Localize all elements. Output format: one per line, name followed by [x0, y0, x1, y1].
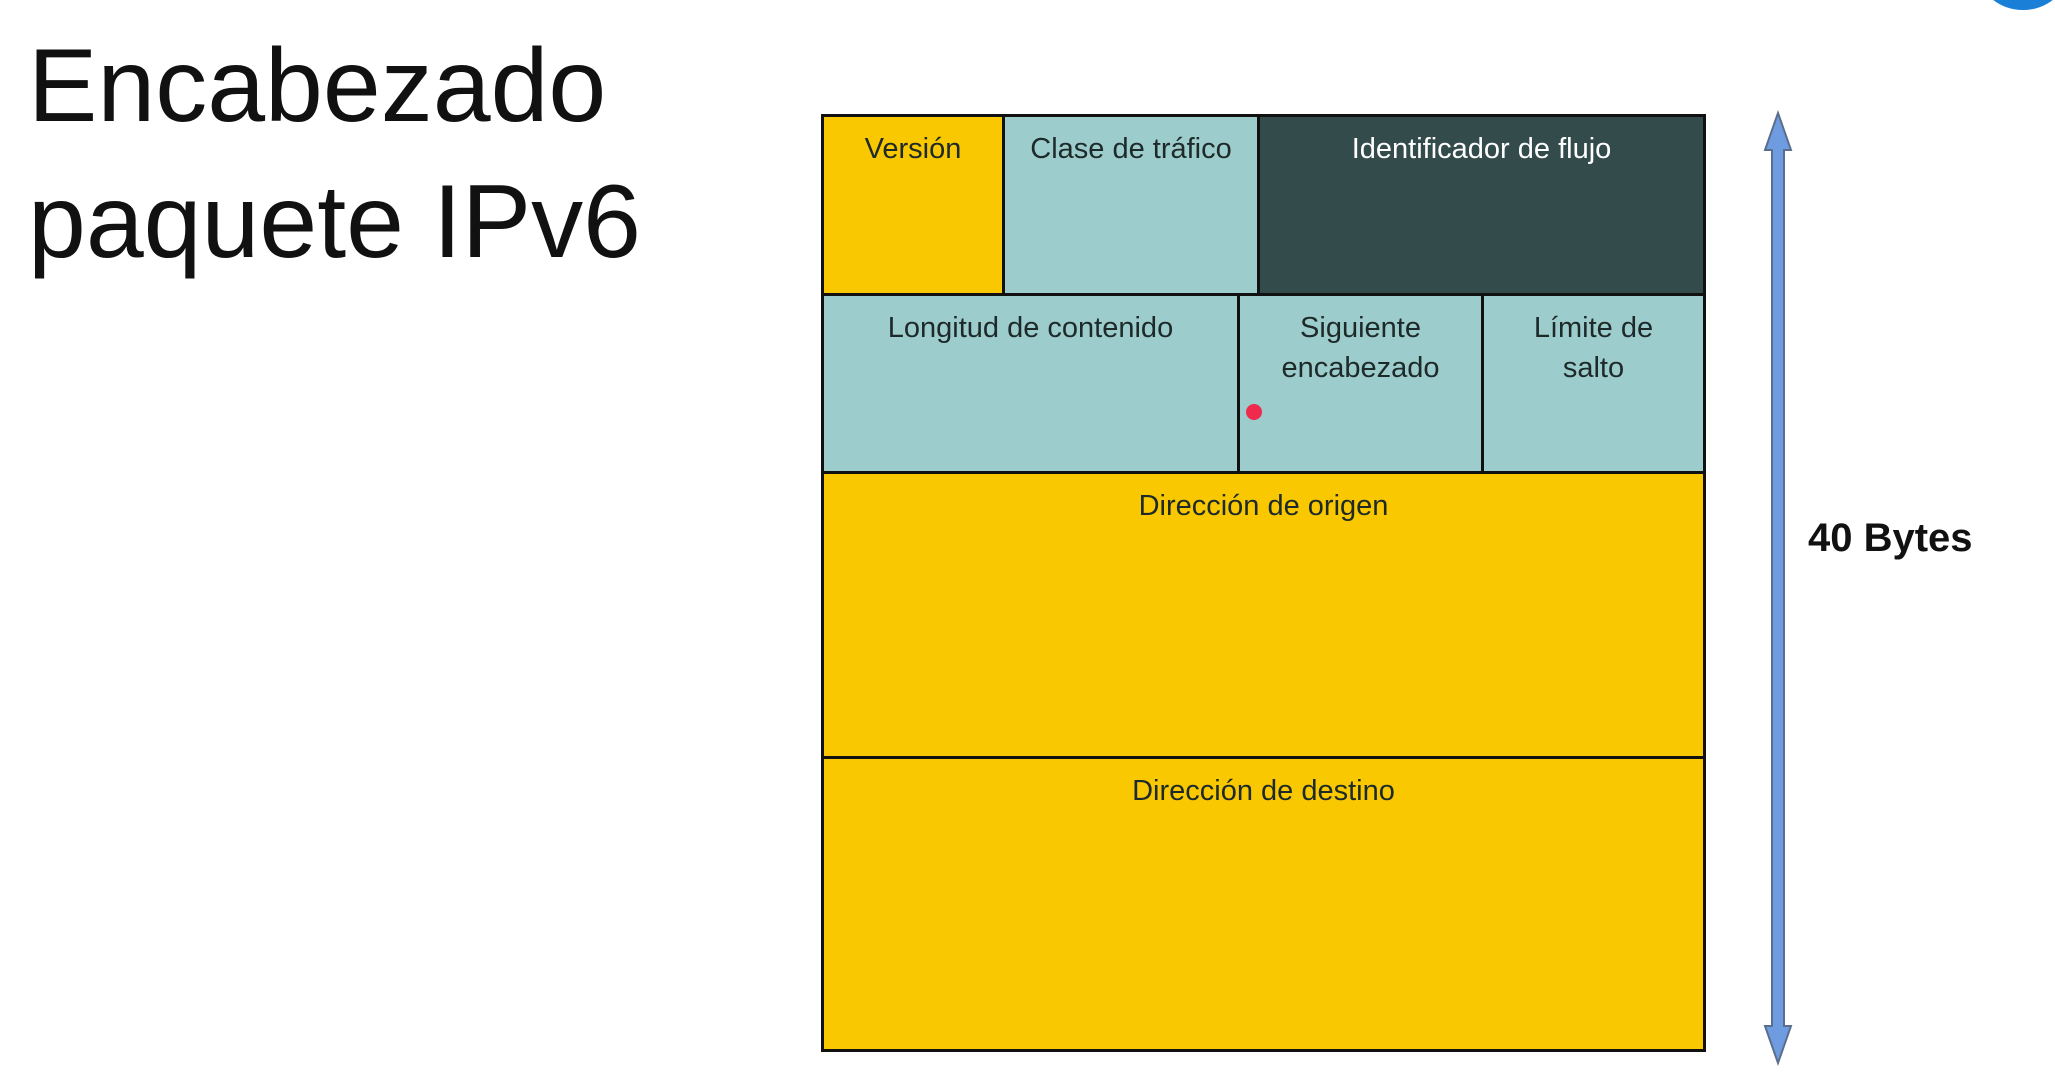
field-label: Clase de tráfico [1030, 133, 1232, 165]
field-label: Longitud de contenido [887, 312, 1174, 344]
title-line-1: Encabezado [28, 28, 607, 144]
field-label: Dirección de destino [1132, 775, 1395, 807]
size-label: 40 Bytes [1808, 516, 1973, 560]
field-destination-address: Dirección de destino [821, 756, 1706, 1052]
field-version: Versión [821, 114, 1005, 296]
field-flow-label: Identificador de flujo [1257, 114, 1706, 296]
field-label: Identificador de flujo [1351, 133, 1612, 165]
slide-title: Encabezado paquete IPv6 [28, 18, 641, 290]
double-arrow-icon [1763, 110, 1793, 1066]
field-traffic-class: Clase de tráfico [1002, 114, 1260, 296]
field-label: Dirección de origen [1138, 490, 1389, 522]
field-next-header: Siguiente encabezado [1237, 293, 1484, 474]
field-source-address: Dirección de origen [821, 471, 1706, 759]
field-label: Versión [864, 133, 962, 165]
field-payload-length: Longitud de contenido [821, 293, 1240, 474]
laser-pointer-dot [1246, 404, 1262, 420]
field-label: Límite de salto [1533, 312, 1654, 384]
title-line-2: paquete IPv6 [28, 164, 641, 280]
field-label: Siguiente encabezado [1281, 312, 1440, 384]
field-hop-limit: Límite de salto [1481, 293, 1706, 474]
corner-badge-icon [1978, 0, 2055, 10]
